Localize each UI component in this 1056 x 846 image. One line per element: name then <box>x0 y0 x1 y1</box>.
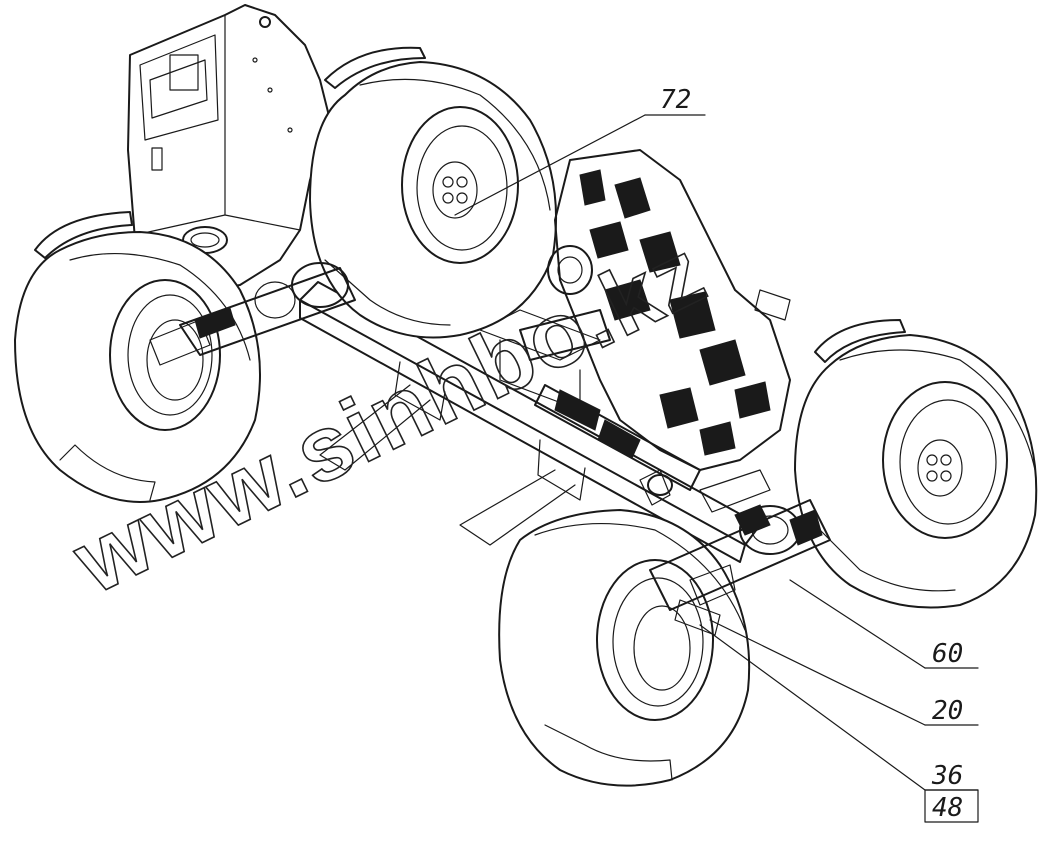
engine-assembly <box>547 149 791 471</box>
wheel-front-left <box>14 231 261 503</box>
callout-label-48: 48 <box>932 793 963 823</box>
callout-20: 20 <box>709 619 979 726</box>
wheel-rear-left <box>498 509 751 787</box>
rear-axle <box>649 499 831 636</box>
callout-label-72: 72 <box>660 85 691 115</box>
callout-label-36: 36 <box>931 761 963 791</box>
callout-label-20: 20 <box>932 696 963 726</box>
wheel-rear-right <box>794 334 1038 609</box>
callout-label-60: 60 <box>932 639 963 669</box>
callout-72: 72 <box>454 85 706 216</box>
callout-60: 60 <box>789 579 979 669</box>
front-axle <box>149 262 356 366</box>
callout-36-48: 36 48 <box>699 624 979 823</box>
driveshaft <box>519 309 701 496</box>
fenders <box>34 46 906 363</box>
